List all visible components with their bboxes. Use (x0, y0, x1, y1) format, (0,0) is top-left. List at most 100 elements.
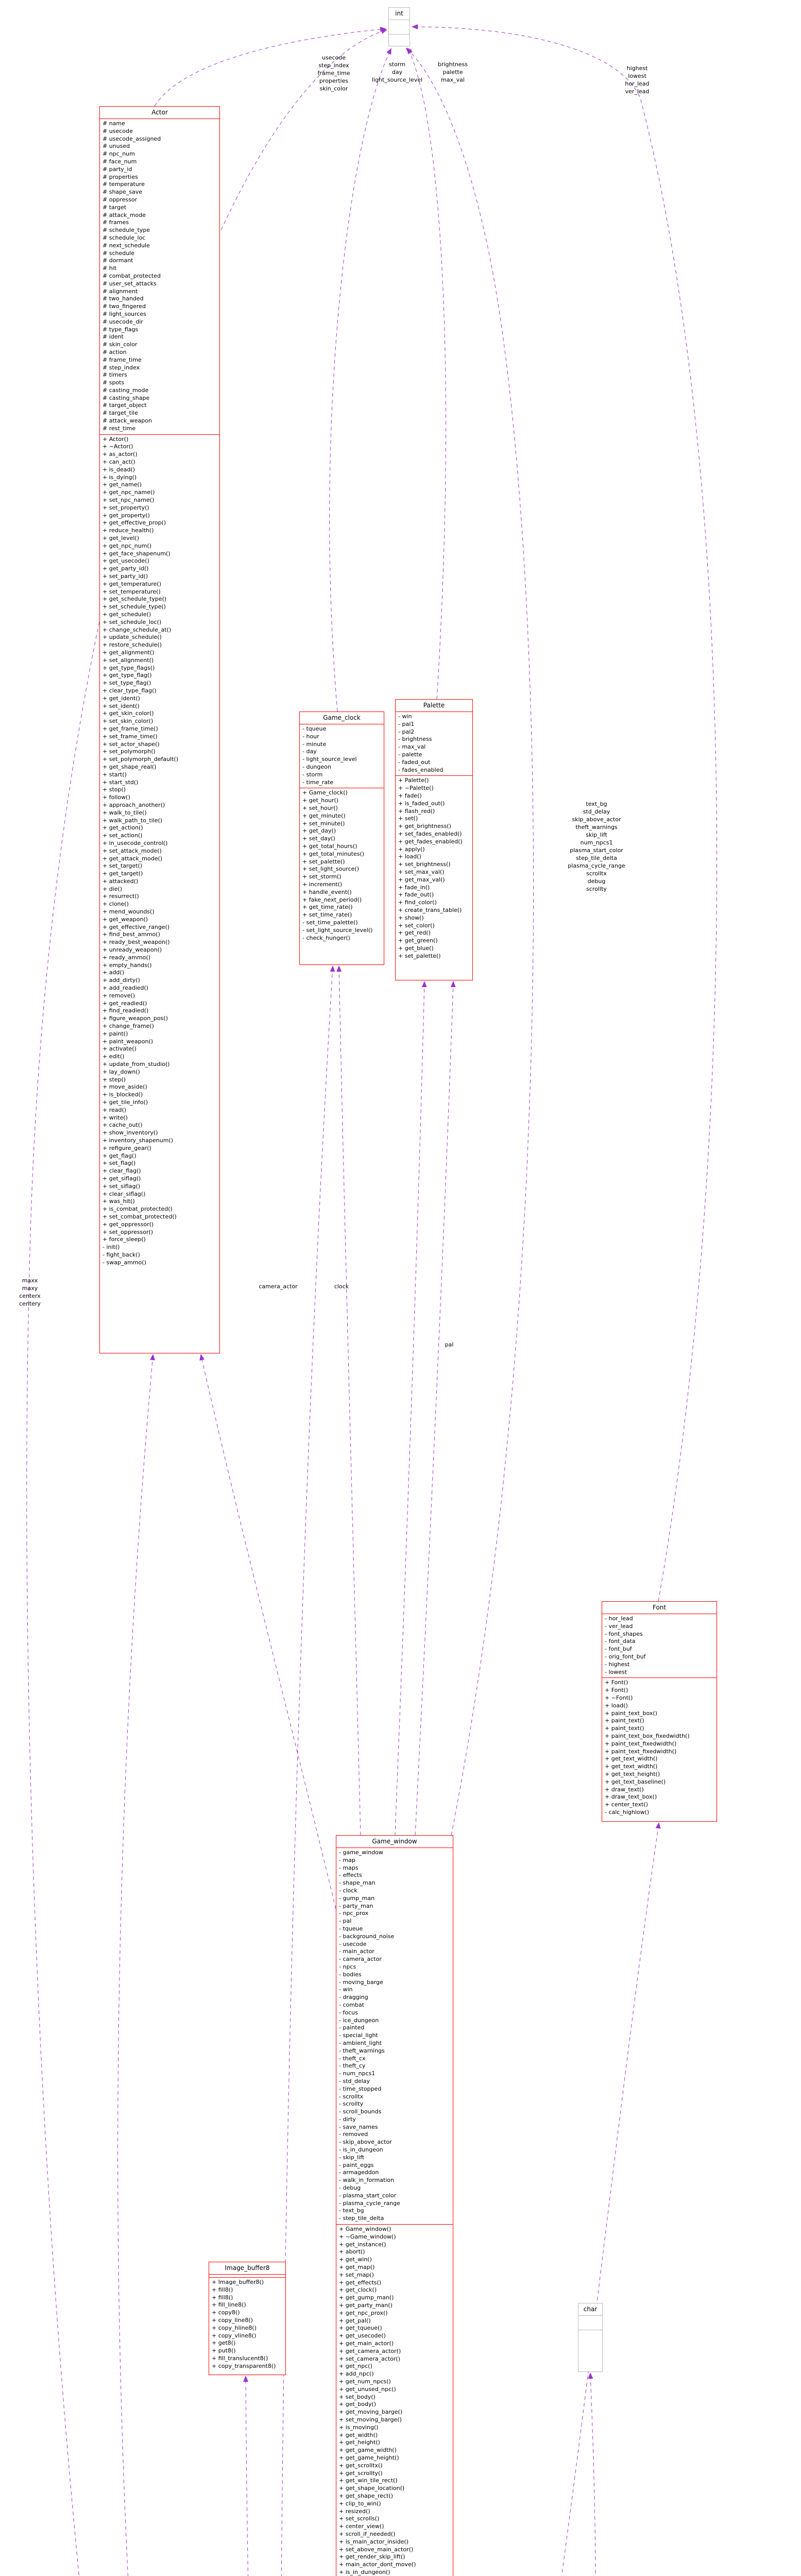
member-row: + set_time_rate() (302, 911, 352, 919)
member-row: + Palette() (398, 777, 429, 784)
member-row: - camera_actor (339, 1956, 382, 1963)
member-row: + get_text_baseline() (605, 1778, 666, 1785)
class-node-game_window[interactable]: Game_window- game_window- map- maps- eff… (336, 1835, 453, 2576)
member-row: + step() (103, 1076, 126, 1083)
member-row: - is_in_dungeon (339, 2146, 383, 2154)
member-row: # schedule_loc (103, 234, 146, 241)
member-row: # user_set_attacks (103, 280, 157, 287)
member-row: + get_attack_mode() (103, 855, 163, 862)
usage-edge-gameclock-int (329, 48, 391, 712)
member-row: + get_npc_name() (103, 489, 155, 496)
member-row: # npc_num (103, 150, 135, 158)
member-row: + change_frame() (103, 1023, 154, 1030)
member-row: + fill8() (212, 2286, 233, 2293)
member-row: + get_height() (339, 2439, 380, 2446)
member-row: - npc_prox (339, 1910, 369, 1917)
attributes-section: - win- pal1- pal2- brightness- max_val- … (396, 711, 472, 775)
member-row: + get_npc_num() (103, 542, 152, 549)
member-row: # usecode_assigned (103, 135, 161, 142)
member-row: - theft_cx (339, 2055, 366, 2062)
member-row: + attacked() (103, 877, 139, 885)
member-row: - storm (302, 771, 323, 778)
member-row: + set_attack_mode() (103, 847, 162, 854)
member-row: + get8() (212, 2340, 236, 2347)
member-row: - check_hunger() (302, 934, 350, 941)
member-row: - theft_cy (339, 2062, 366, 2070)
member-row: # next_schedule (103, 242, 150, 249)
member-row: + abort() (339, 2248, 365, 2256)
member-row: + get_game_width() (339, 2447, 397, 2454)
member-row: + set_brightness() (398, 861, 451, 868)
member-row: + get_face_shapenum() (103, 550, 171, 557)
member-row: + set_map() (339, 2271, 374, 2278)
member-row: + set_siflag() (103, 1182, 141, 1190)
member-row: + set_schedule_type() (103, 603, 166, 611)
member-row: - scroll_bounds (339, 2108, 382, 2115)
member-row: + activate() (103, 1045, 137, 1053)
member-row: + show() (398, 914, 424, 921)
member-row: + copy8() (212, 2309, 240, 2316)
class-title: Game_window (372, 1838, 417, 1845)
member-row: + is_dead() (103, 466, 135, 473)
usage-edge-cheat-clock (281, 965, 335, 2576)
member-row: + get_ident() (103, 694, 140, 702)
member-row: + center_text() (605, 1801, 648, 1808)
member-row: + load() (398, 853, 421, 860)
member-row: + is_main_actor_inside() (339, 2538, 408, 2545)
member-row: - ver_lead (605, 1622, 633, 1630)
member-row: - plasma_cycle_range (339, 2199, 400, 2207)
member-row: - scrolltx (339, 2093, 364, 2100)
edge-label-actor-int: usecode step_index frame_time properties… (317, 54, 350, 92)
member-row: - clock (339, 1887, 357, 1894)
member-row: - tqueue (339, 1925, 363, 1932)
class-node-palette[interactable]: Palette- win- pal1- pal2- brightness- ma… (395, 699, 473, 980)
class-node-font[interactable]: Font- hor_lead- ver_lead- font_shapes- f… (602, 1601, 717, 1822)
member-row: - init() (103, 1244, 120, 1251)
member-row: - hour (302, 733, 319, 740)
member-row: - dirty (339, 2115, 356, 2123)
class-node-game_clock[interactable]: Game_clock- tqueue- hour- minute- day- l… (299, 711, 384, 965)
member-row: + set_max_val() (398, 868, 445, 875)
member-row: # combat_protected (103, 272, 161, 279)
member-row: + get_text_height() (605, 1770, 660, 1777)
member-row: + create_trans_table() (398, 906, 462, 913)
member-row: + get_render_skip_lift() (339, 2553, 405, 2561)
class-node-char: char (578, 2303, 603, 2372)
member-row: + set_ident() (103, 702, 140, 709)
member-row: - day (302, 748, 317, 755)
member-row: + set_scrolls() (339, 2515, 380, 2522)
member-row: + get_readied() (103, 999, 147, 1007)
member-row: + set_npc_name() (103, 497, 155, 504)
member-row: + get_shape_rect() (339, 2492, 393, 2499)
member-row: + scroll_if_needed() (339, 2530, 396, 2537)
member-row: + get_scrolltx() (339, 2462, 383, 2469)
member-row: + set_skin_color() (103, 718, 154, 725)
member-row: + remove() (103, 992, 135, 999)
member-row: + get_tile_info() (103, 1099, 148, 1106)
member-row: - game_window (339, 1849, 383, 1856)
member-row: + get_party_id() (103, 565, 149, 572)
member-row: + set_above_main_actor() (339, 2546, 414, 2553)
member-row: # rest_time (103, 425, 136, 432)
member-row: # two_handed (103, 295, 144, 302)
member-row: + set_light_source() (302, 866, 360, 873)
member-row: # casting_shape (103, 394, 150, 401)
member-row: + paint_text() (605, 1725, 644, 1732)
member-row: + empty_hands() (103, 961, 152, 969)
member-row: - fight_back() (103, 1251, 140, 1258)
member-row: + get_text_width() (605, 1755, 658, 1762)
member-row: + apply() (398, 845, 425, 853)
member-row: + set_palette() (398, 952, 441, 959)
member-row: - party_man (339, 1902, 373, 1909)
class-node-image_buffer8[interactable]: Image_buffer8+ Image_buffer8()+ fill8()+… (209, 2262, 286, 2375)
member-row: + set_action() (103, 832, 143, 839)
member-row: + clear_flag() (103, 1167, 141, 1175)
member-row: - usecode (339, 1940, 367, 1947)
member-row: + get_hour() (302, 797, 339, 804)
member-row: + set() (398, 815, 418, 822)
member-row: + paint_text_fixedwidth() (605, 1740, 677, 1747)
class-node-actor[interactable]: Actor# name# usecode# usecode_assigned# … (99, 106, 220, 1353)
member-row: - faded_out (398, 758, 431, 766)
usage-edge-actor-int (154, 26, 386, 107)
